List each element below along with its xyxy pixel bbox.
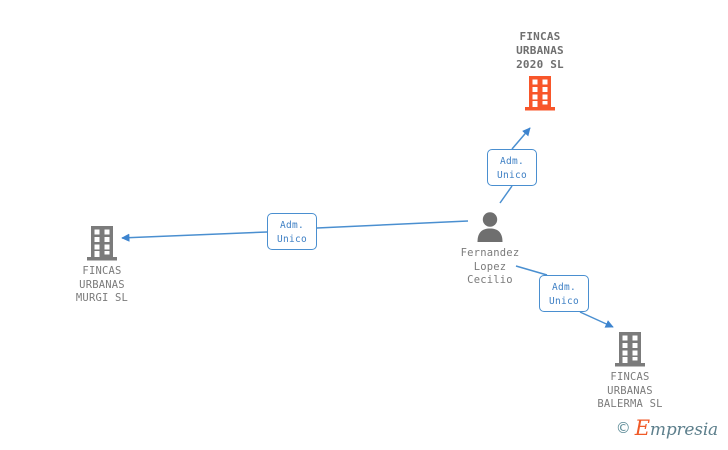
- building-icon: [87, 226, 117, 261]
- edge-person-to-company-bottom-head: [579, 311, 614, 328]
- edge-person-to-company-left-head: [121, 231, 268, 242]
- node-person[interactable]: Fernandez Lopez Cecilio: [428, 210, 552, 288]
- edge-person-to-company-left-tail: [316, 220, 469, 229]
- building-icon: [525, 76, 555, 111]
- brand-name: Empresia: [635, 416, 718, 440]
- brand-rest: mpresia: [649, 420, 718, 440]
- copyright-icon: ©: [615, 419, 631, 437]
- building-icon: [615, 332, 645, 367]
- company-balerma-label: FINCAS URBANAS BALERMA SL: [597, 371, 663, 410]
- watermark: © Empresia: [616, 416, 718, 440]
- edge-person-to-company-bottom-tail: [515, 265, 548, 276]
- relation-label-adm-unico-balerma[interactable]: Adm. Unico: [539, 275, 589, 312]
- brand-initial: E: [634, 416, 650, 440]
- relation-label-adm-unico-main[interactable]: Adm. Unico: [487, 149, 537, 186]
- node-company-balerma[interactable]: FINCAS URBANAS BALERMA SL: [568, 330, 692, 412]
- node-main-company[interactable]: FINCAS URBANAS 2020 SL: [478, 30, 602, 112]
- main-company-label: FINCAS URBANAS 2020 SL: [516, 30, 564, 71]
- company-murgi-label: FINCAS URBANAS MURGI SL: [75, 265, 129, 304]
- person-icon: [477, 212, 503, 242]
- edge-person-to-main-company: [499, 185, 513, 204]
- edge-person-to-main-company-head: [511, 127, 531, 150]
- relation-label-adm-unico-murgi[interactable]: Adm. Unico: [267, 213, 317, 250]
- node-company-murgi[interactable]: FINCAS URBANAS MURGI SL: [40, 224, 164, 306]
- person-label: Fernandez Lopez Cecilio: [460, 247, 520, 286]
